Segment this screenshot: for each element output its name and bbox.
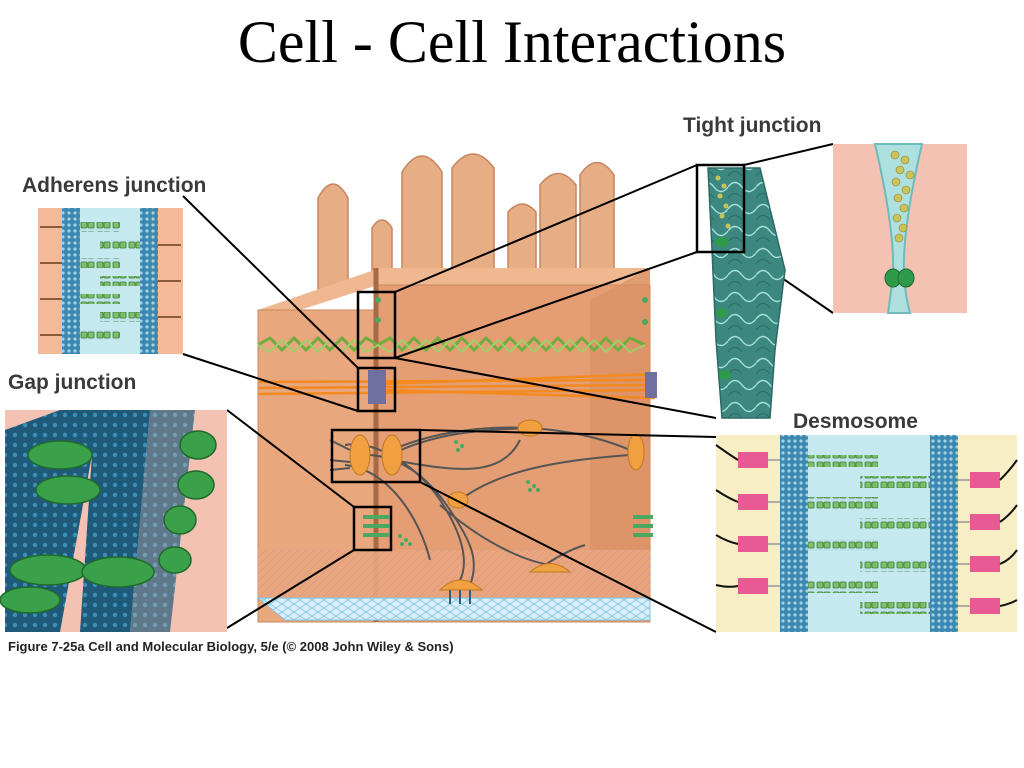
desmosome-plaques bbox=[349, 419, 645, 591]
adherens-junction-label: Adherens junction bbox=[22, 174, 207, 197]
intermediate-filaments bbox=[329, 426, 631, 586]
tight-junction-callout[interactable] bbox=[356, 290, 397, 360]
desmosome-label: Desmosome bbox=[793, 410, 918, 433]
desmosome-callout[interactable] bbox=[330, 428, 422, 484]
connector-lines bbox=[182, 143, 834, 633]
adherens-junction-panel bbox=[38, 208, 183, 354]
tight-junction-zoom-box bbox=[695, 163, 746, 254]
gap-junction-panel bbox=[0, 410, 227, 632]
adherens-junction-callout[interactable] bbox=[356, 366, 397, 413]
tight-junction-strand bbox=[257, 335, 646, 353]
tight-junction-panel bbox=[695, 143, 967, 419]
gap-junction-label: Gap junction bbox=[8, 371, 137, 394]
epithelial-cells bbox=[256, 153, 657, 623]
figure-caption: Figure 7-25a Cell and Molecular Biology,… bbox=[8, 639, 454, 654]
tight-junction-label: Tight junction bbox=[683, 114, 822, 137]
connexon-dots bbox=[375, 297, 648, 546]
gap-junction-callout[interactable] bbox=[352, 505, 393, 552]
desmosome-panel bbox=[715, 435, 1018, 632]
hemidesmosome-pegs bbox=[449, 590, 471, 604]
gap-junction-channels bbox=[363, 515, 653, 537]
slide-title: Cell - Cell Interactions bbox=[237, 9, 787, 75]
callout-boxes[interactable] bbox=[330, 290, 422, 552]
actin-belt bbox=[257, 372, 656, 400]
adherens-plaque bbox=[368, 370, 386, 404]
